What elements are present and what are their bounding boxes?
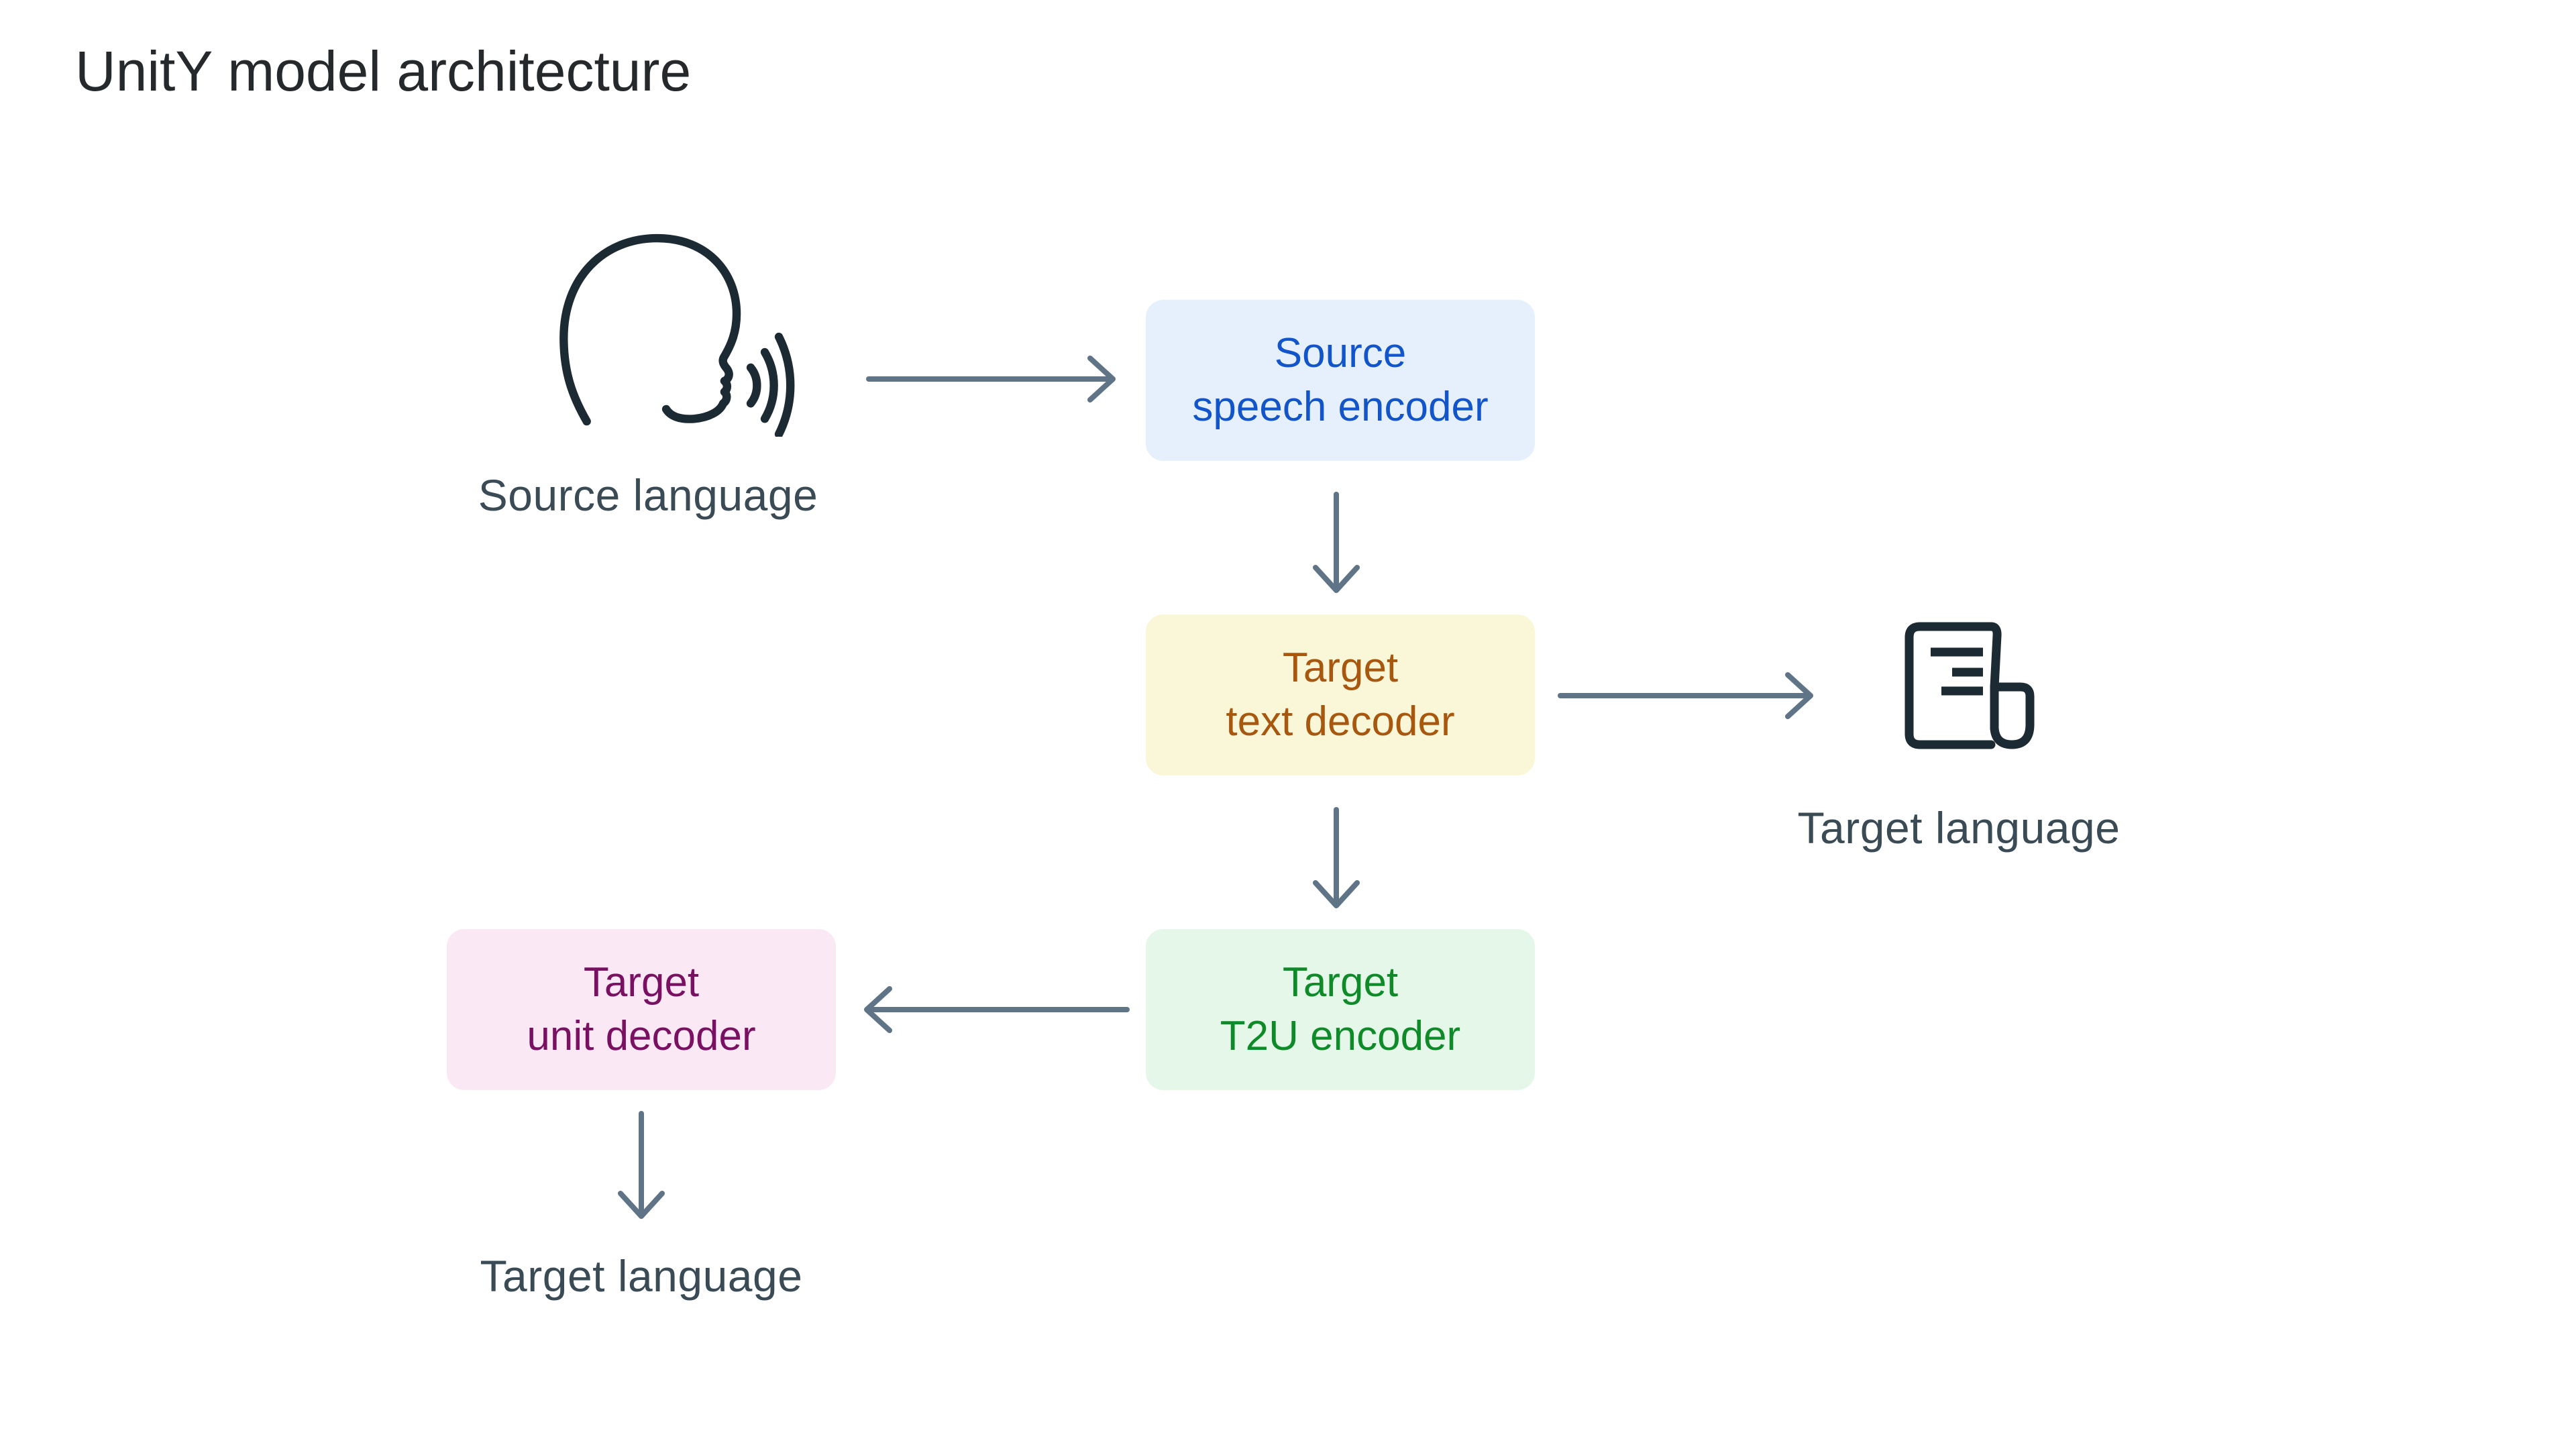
target-language-speech-label: Target language (480, 1251, 803, 1301)
arrow-text-decoder-to-t2u-encoder (1313, 807, 1360, 908)
person-speaking-icon (508, 225, 797, 437)
node-label-line: speech encoder (1192, 384, 1489, 430)
node-label-line: Source (1274, 330, 1407, 376)
arrow-text-decoder-to-target-language (1558, 672, 1813, 719)
node-label-line: T2U encoder (1220, 1013, 1461, 1059)
source-language-label: Source language (478, 470, 818, 520)
arrow-speech-encoder-to-text-decoder (1313, 492, 1360, 593)
node-target-unit-decoder: Target unit decoder (447, 929, 836, 1090)
node-label-line: unit decoder (527, 1013, 756, 1059)
node-target-t2u-encoder: Target T2U encoder (1146, 929, 1535, 1090)
document-icon (1890, 612, 2051, 776)
node-target-text-decoder: Target text decoder (1146, 614, 1535, 775)
arrow-unit-decoder-to-target-language (618, 1111, 665, 1219)
arrow-t2u-encoder-to-unit-decoder (864, 986, 1130, 1033)
page-title: UnitY model architecture (75, 40, 692, 103)
node-label-line: text decoder (1226, 698, 1455, 745)
arrow-source-to-speech-encoder (866, 356, 1116, 402)
node-label-line: Target (583, 959, 700, 1006)
target-language-text-label: Target language (1797, 803, 2121, 853)
node-label-line: Target (1282, 645, 1399, 691)
node-label-line: Target (1282, 959, 1399, 1006)
node-source-speech-encoder: Source speech encoder (1146, 300, 1535, 461)
